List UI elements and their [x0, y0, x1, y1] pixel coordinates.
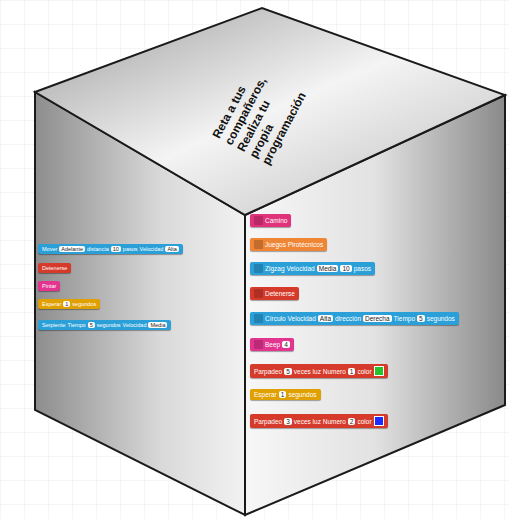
block-label: Juegos Pirotécnicos — [265, 241, 323, 248]
color-swatch — [374, 366, 384, 376]
code-block: Esperar1segundos — [250, 389, 321, 400]
block-label: segundos — [427, 315, 455, 322]
block-field: 1 — [348, 368, 356, 375]
code-block: Beep4 — [250, 338, 294, 351]
code-block: SerpienteTiempo5segundosVelocidadMedia — [38, 320, 171, 330]
block-field: Media — [148, 322, 167, 328]
block-field: Alta — [318, 315, 333, 322]
code-block: Parpadeo3veces luz Numero2color — [250, 414, 388, 428]
block-field: 1 — [279, 391, 287, 398]
block-label: segundos — [72, 301, 96, 307]
block-label: Detenerse — [265, 290, 295, 297]
block-field: Adelante — [59, 246, 85, 252]
block-label: Tiempo — [394, 315, 415, 322]
block-label: Velocidad — [288, 315, 316, 322]
code-block: Pintar — [38, 281, 60, 291]
block-field: 10 — [340, 265, 351, 272]
block-label: Esperar — [254, 391, 277, 398]
block-label: Tiempo — [68, 322, 86, 328]
block-icon — [254, 264, 263, 273]
block-label: veces luz Numero — [294, 418, 346, 425]
block-label: dirección — [335, 315, 361, 322]
block-label: Parpadeo — [254, 368, 282, 375]
block-label: color — [357, 418, 371, 425]
block-label: Pintar — [42, 283, 56, 289]
block-label: color — [357, 368, 371, 375]
block-label: distancia — [87, 246, 109, 252]
color-swatch — [374, 416, 384, 426]
block-icon — [254, 314, 263, 323]
block-label: segundos — [288, 391, 316, 398]
block-label: Parpadeo — [254, 418, 282, 425]
block-label: Círculo — [265, 315, 286, 322]
block-label: pasos — [123, 246, 138, 252]
code-block: ZigzagVelocidadMedia10pasos — [250, 262, 375, 275]
block-field: 10 — [111, 246, 121, 252]
block-label: Serpiente — [42, 322, 66, 328]
block-icon — [254, 340, 263, 349]
code-block: Detenerse — [250, 287, 299, 300]
block-label: segundos — [97, 322, 121, 328]
code-block: CírculoVelocidadAltadirecciónDerechaTiem… — [250, 312, 459, 325]
block-field: Media — [317, 265, 339, 272]
code-block: Esperar1segundos — [38, 299, 100, 309]
block-icon — [254, 216, 263, 225]
top-face — [35, 8, 505, 215]
code-block: Parpadeo5veces luz Numero1color — [250, 364, 388, 378]
block-label: pasos — [354, 265, 371, 272]
block-label: Esperar — [42, 301, 61, 307]
block-field: 5 — [417, 315, 425, 322]
code-block: Detenerse — [38, 263, 71, 273]
block-label: Velocidad — [140, 246, 164, 252]
block-label: Mover — [42, 246, 57, 252]
block-field: 3 — [284, 418, 292, 425]
block-label: Velocidad — [287, 265, 315, 272]
code-block: MoverAdelantedistancia10pasosVelocidadAl… — [38, 244, 183, 254]
block-field: 5 — [88, 322, 95, 328]
block-label: Velocidad — [123, 322, 147, 328]
code-block: Camino — [250, 214, 291, 227]
block-icon — [254, 289, 263, 298]
block-label: Beep — [265, 341, 280, 348]
block-field: 2 — [348, 418, 356, 425]
block-field: 5 — [284, 368, 292, 375]
block-icon — [254, 240, 263, 249]
block-label: Detenerse — [42, 265, 67, 271]
block-field: Derecha — [363, 315, 392, 322]
block-label: Zigzag — [265, 265, 285, 272]
block-field: 4 — [282, 341, 290, 348]
block-field: 1 — [63, 301, 70, 307]
code-block: Juegos Pirotécnicos — [250, 238, 327, 251]
block-label: veces luz Numero — [294, 368, 346, 375]
block-field: Alta — [165, 246, 178, 252]
block-label: Camino — [265, 217, 287, 224]
